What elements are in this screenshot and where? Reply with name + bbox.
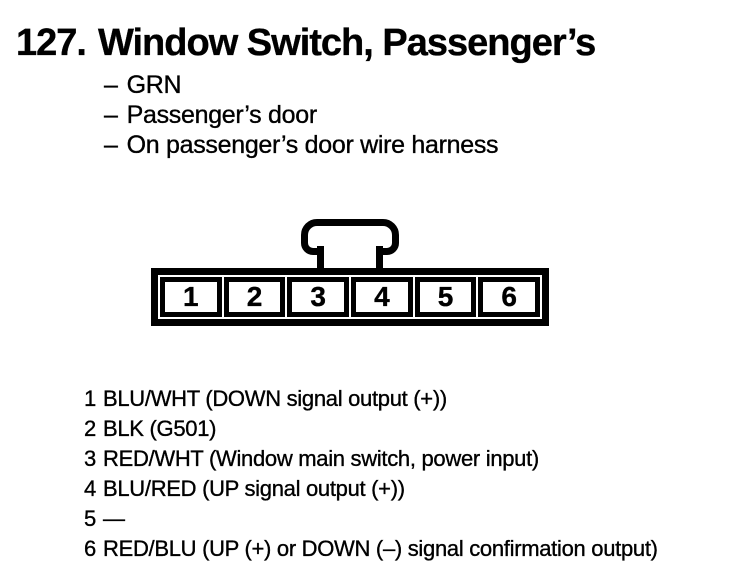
- pin-row: 4 BLU/RED (UP signal output (+)): [84, 474, 658, 504]
- pin-number: 4: [84, 476, 97, 501]
- pin-description: —: [103, 506, 125, 531]
- attribute-item: – On passenger’s door wire harness: [104, 130, 499, 160]
- pin-number: 2: [84, 416, 97, 441]
- connector-key-stem: [317, 246, 383, 268]
- attribute-list: – GRN – Passenger’s door – On passenger’…: [104, 70, 499, 160]
- pin-description: RED/BLU (UP (+) or DOWN (–) signal confi…: [103, 536, 658, 561]
- pin-cavity-6: 6: [478, 277, 541, 317]
- pin-number: 1: [84, 386, 97, 411]
- pin-cavity-label: 3: [310, 281, 326, 312]
- pin-cavity-label: 6: [501, 281, 517, 312]
- attribute-text: GRN: [126, 71, 182, 99]
- pin-list: 1 BLU/WHT (DOWN signal output (+)) 2 BLK…: [84, 384, 658, 564]
- pin-cavity-2: 2: [223, 277, 286, 317]
- pin-number: 5: [84, 506, 97, 531]
- pin-row: 6 RED/BLU (UP (+) or DOWN (–) signal con…: [84, 534, 658, 564]
- pin-row: 1 BLU/WHT (DOWN signal output (+)): [84, 384, 658, 414]
- connector-body: 1 2 3 4 5 6: [151, 268, 549, 326]
- pin-description: BLU/WHT (DOWN signal output (+)): [103, 386, 448, 411]
- pin-cavity-4: 4: [351, 277, 413, 317]
- attribute-text: Passenger’s door: [126, 101, 317, 129]
- dash-bullet: –: [104, 71, 118, 99]
- page-title: 127. Window Switch, Passenger’s: [16, 22, 597, 65]
- pin-cavity-label: 5: [437, 281, 454, 312]
- attribute-item: – Passenger’s door: [104, 100, 498, 130]
- attribute-text: On passenger’s door wire harness: [126, 131, 499, 159]
- connector-diagram: 1 2 3 4 5 6: [151, 219, 549, 326]
- pin-row: 3 RED/WHT (Window main switch, power inp…: [84, 444, 658, 474]
- dash-bullet: –: [104, 101, 118, 129]
- pin-number: 3: [84, 446, 97, 471]
- pin-number: 6: [84, 536, 97, 561]
- pin-row: 5 —: [84, 504, 658, 534]
- pin-cavity-label: 1: [183, 281, 199, 312]
- pin-description: BLK (G501): [103, 416, 217, 441]
- item-title: Window Switch, Passenger’s: [97, 22, 597, 64]
- pin-cavity-label: 2: [246, 281, 263, 312]
- item-number: 127.: [16, 22, 87, 64]
- pin-description: RED/WHT (Window main switch, power input…: [103, 446, 540, 471]
- dash-bullet: –: [104, 131, 118, 159]
- pin-cavity-3: 3: [287, 277, 350, 317]
- pin-row: 2 BLK (G501): [84, 414, 658, 444]
- attribute-item: – GRN: [104, 70, 498, 100]
- pin-cavity-5: 5: [414, 277, 477, 317]
- pin-description: BLU/RED (UP signal output (+)): [103, 476, 405, 501]
- pin-cavity-1: 1: [160, 277, 222, 317]
- pin-cavity-label: 4: [374, 281, 390, 312]
